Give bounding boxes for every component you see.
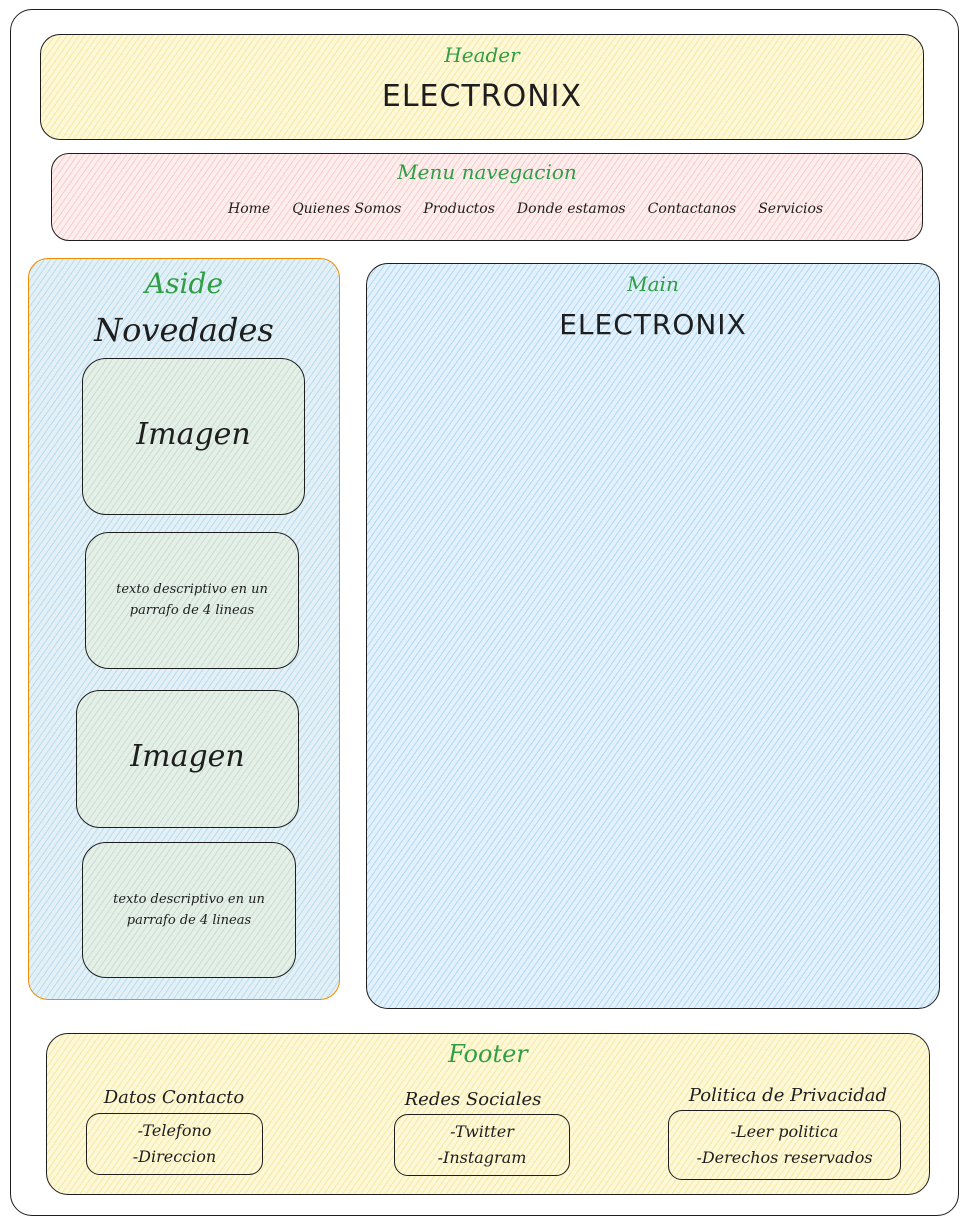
nav-menu: Home Quienes Somos Productos Donde estam… [228,201,868,217]
main-label: Main [627,272,679,296]
footer-privacy-list: -Leer politica -Derechos reservados [669,1119,900,1171]
footer-section-title: Politica de Privacidad [688,1085,888,1106]
footer-privacy-box: -Leer politica -Derechos reservados [668,1110,901,1180]
aside-text-line: texto descriptivo en un [113,892,265,907]
nav-item-servicios[interactable]: Servicios [758,201,824,217]
footer-link-derechos-reservados[interactable]: -Derechos reservados [696,1148,873,1167]
aside-text: texto descriptivo en un parrafo de 4 lin… [83,889,295,931]
image-label: Imagen [136,417,251,452]
footer-section-title: Redes Sociales [404,1089,542,1110]
nav-item-donde-estamos[interactable]: Donde estamos [516,201,626,217]
header-block: Header ELECTRONIX [40,34,924,140]
aside-text-line: parrafo de 4 lineas [129,603,255,618]
footer-link-telefono[interactable]: -Telefono [137,1121,212,1140]
aside-text-card: texto descriptivo en un parrafo de 4 lin… [85,532,299,669]
main-block: Main ELECTRONIX [366,263,940,1009]
nav-item-quienes-somos[interactable]: Quienes Somos [292,201,402,217]
footer-contact-list: -Telefono -Direccion [87,1118,262,1170]
aside-text-card: texto descriptivo en un parrafo de 4 lin… [82,842,296,978]
footer-section-title: Datos Contacto [103,1087,245,1108]
footer-link-leer-politica[interactable]: -Leer politica [730,1122,839,1141]
footer-label: Footer [448,1040,528,1068]
nav-item-contactanos[interactable]: Contactanos [647,201,737,217]
main-title: ELECTRONIX [559,308,747,341]
header-label: Header [444,43,520,67]
aside-text-line: parrafo de 4 lineas [126,913,252,928]
aside-image-placeholder: Imagen [76,690,299,828]
aside-text: texto descriptivo en un parrafo de 4 lin… [86,579,298,621]
header-title: ELECTRONIX [381,79,583,114]
footer-social-list: -Twitter -Instagram [395,1119,569,1171]
aside-text-line: texto descriptivo en un [116,582,268,597]
nav-item-productos[interactable]: Productos [423,201,495,217]
page-frame [10,9,959,1216]
footer-link-twitter[interactable]: -Twitter [450,1122,514,1141]
footer-link-direccion[interactable]: -Direccion [132,1147,217,1166]
nav-label: Menu navegacion [397,160,577,184]
nav-block: Menu navegacion [51,153,923,241]
aside-label: Aside [144,267,224,300]
footer-link-instagram[interactable]: -Instagram [437,1148,527,1167]
footer-social-box: -Twitter -Instagram [394,1114,570,1176]
image-label: Imagen [130,739,245,774]
footer-contact-box: -Telefono -Direccion [86,1113,263,1175]
nav-item-home[interactable]: Home [228,201,271,217]
aside-image-placeholder: Imagen [82,358,305,515]
aside-title: Novedades [94,311,274,349]
